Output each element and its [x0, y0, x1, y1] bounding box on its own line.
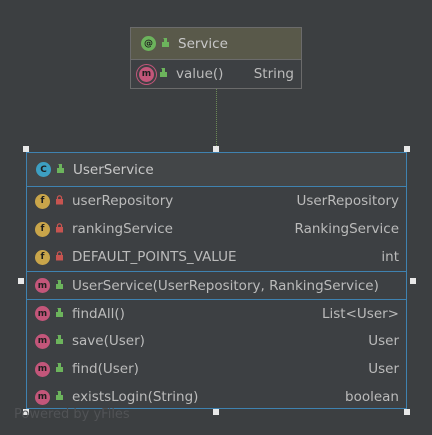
userservice-header: C UserService	[27, 153, 406, 187]
class-icon: C	[36, 162, 51, 177]
resize-handle-bottom-left[interactable]	[23, 409, 29, 415]
method-return-type: List<User>	[322, 305, 399, 322]
resize-handle-middle-left[interactable]	[18, 278, 24, 284]
userservice-class-node[interactable]: C UserService f userRepository UserRepos…	[26, 152, 407, 409]
method-icon: m	[35, 306, 50, 321]
interface-icon: @	[141, 36, 156, 51]
constructor-name: UserService(UserRepository, RankingServi…	[72, 277, 379, 294]
field-icon: f	[35, 249, 50, 265]
method-icon: m	[35, 278, 50, 293]
field-name: DEFAULT_POINTS_VALUE	[72, 249, 237, 265]
resize-handle-top-right[interactable]	[404, 146, 410, 152]
service-method-row[interactable]: m value() String	[131, 60, 301, 88]
field-name: rankingService	[72, 221, 173, 237]
method-icon: m	[35, 333, 50, 349]
public-visibility-icon	[55, 278, 64, 294]
field-type: RankingService	[294, 221, 400, 237]
method-row-existslogin[interactable]: m existsLogin(String) boolean	[27, 383, 406, 411]
method-icon: m	[35, 389, 50, 405]
resize-handle-top-center[interactable]	[213, 146, 219, 152]
method-return-type: User	[368, 361, 399, 377]
service-header: @ Service	[131, 28, 301, 60]
resize-handle-bottom-center[interactable]	[213, 409, 219, 415]
method-name: find(User)	[72, 361, 139, 377]
field-row-default-points-value[interactable]: f DEFAULT_POINTS_VALUE int	[27, 243, 406, 271]
public-visibility-icon	[55, 389, 64, 405]
method-row-find[interactable]: m find(User) User	[27, 355, 406, 383]
field-type: int	[381, 249, 399, 265]
method-row-findall[interactable]: m findAll() List<User>	[27, 299, 406, 327]
method-name: existsLogin(String)	[72, 389, 199, 405]
watermark: Powered by yFiles	[14, 407, 130, 422]
method-name: findAll()	[72, 305, 125, 322]
service-interface-node[interactable]: @ Service m value() String	[130, 27, 302, 89]
field-icon: f	[35, 193, 50, 209]
public-visibility-icon	[55, 333, 64, 349]
lock-icon	[55, 221, 64, 237]
field-type: UserRepository	[296, 193, 399, 209]
resize-handle-bottom-right[interactable]	[404, 409, 410, 415]
userservice-title: UserService	[73, 161, 154, 178]
public-visibility-icon	[159, 66, 168, 82]
lock-icon	[55, 193, 64, 209]
method-name: value()	[176, 66, 224, 82]
method-return-type: String	[253, 66, 294, 82]
implements-edge	[216, 89, 217, 152]
method-icon: m	[35, 361, 50, 377]
service-title: Service	[178, 35, 228, 52]
resize-handle-top-left[interactable]	[23, 146, 29, 152]
public-visibility-icon	[56, 162, 65, 178]
method-return-type: boolean	[345, 389, 399, 405]
abstract-method-icon: m	[139, 66, 154, 82]
method-row-save[interactable]: m save(User) User	[27, 327, 406, 355]
resize-handle-middle-right[interactable]	[410, 278, 416, 284]
field-row-rankingservice[interactable]: f rankingService RankingService	[27, 215, 406, 243]
field-name: userRepository	[72, 193, 174, 209]
lock-icon	[55, 249, 64, 265]
field-row-userrepository[interactable]: f userRepository UserRepository	[27, 187, 406, 215]
method-return-type: User	[368, 333, 399, 349]
constructor-row[interactable]: m UserService(UserRepository, RankingSer…	[27, 271, 406, 299]
method-name: save(User)	[72, 333, 145, 349]
public-visibility-icon	[55, 306, 64, 322]
field-icon: f	[35, 221, 50, 237]
public-visibility-icon	[55, 361, 64, 377]
public-visibility-icon	[161, 36, 170, 52]
